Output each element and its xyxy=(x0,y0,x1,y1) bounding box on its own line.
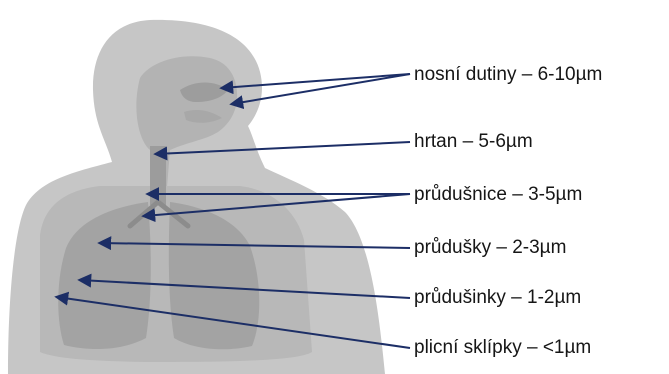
label-bronchi: průdušky – 2-3µm xyxy=(414,237,566,259)
label-trachea: průdušnice – 3-5µm xyxy=(414,184,582,206)
label-alveoli: plicní sklípky – <1µm xyxy=(414,337,591,359)
label-bronchioles: průdušinky – 1-2µm xyxy=(414,287,581,309)
label-nasal-cavities: nosní dutiny – 6-10µm xyxy=(414,64,602,86)
label-larynx: hrtan – 5-6µm xyxy=(414,131,533,153)
